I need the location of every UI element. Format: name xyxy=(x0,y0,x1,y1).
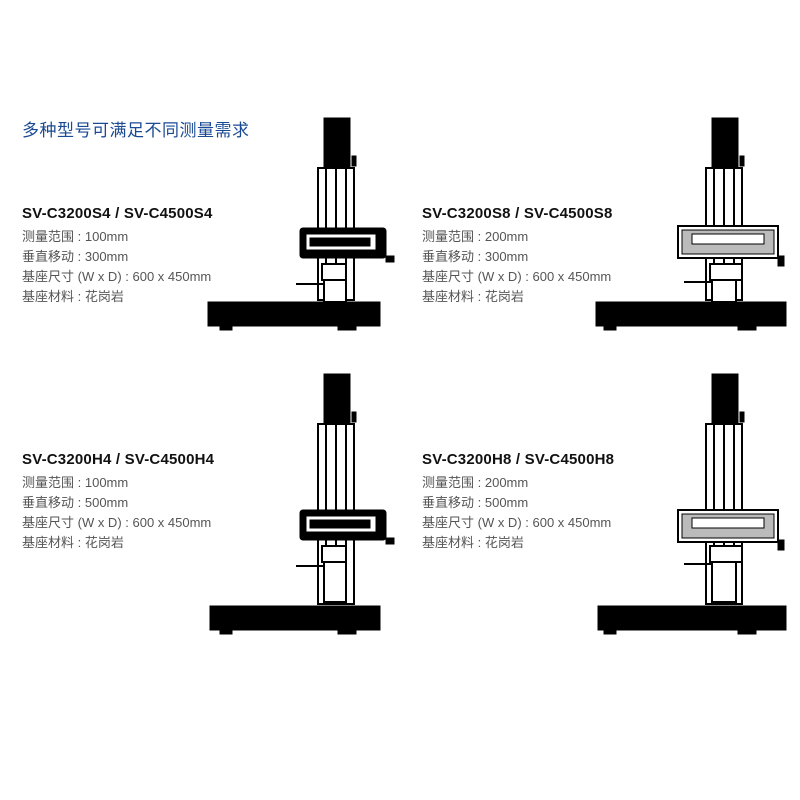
spec-base-material: 基座材料 : 花岗岩 xyxy=(22,535,124,550)
measuring-machine-h4-illustration xyxy=(209,373,395,635)
spec-base-size: 基座尺寸 (W x D) : 600 x 450mm xyxy=(422,515,612,530)
spec-list: 测量范围 : 200mm 垂直移动 : 300mm 基座尺寸 (W x D) :… xyxy=(422,227,611,307)
spec-measuring-range: 测量范围 : 200mm xyxy=(422,229,529,244)
measuring-machine-s4-illustration xyxy=(207,117,395,331)
spec-base-material: 基座材料 : 花岗岩 xyxy=(422,535,524,550)
spec-list: 测量范围 : 100mm 垂直移动 : 500mm 基座尺寸 (W x D) :… xyxy=(22,473,211,553)
spec-measuring-range: 测量范围 : 200mm xyxy=(422,475,529,490)
model-h8: SV-C3200H8 / SV-C4500H8 测量范围 : 200mm 垂直移… xyxy=(422,451,800,701)
model-name: SV-C3200H4 / SV-C4500H4 xyxy=(22,451,215,468)
spec-base-size: 基座尺寸 (W x D) : 600 x 450mm xyxy=(22,269,212,284)
model-h4: SV-C3200H4 / SV-C4500H4 测量范围 : 100mm 垂直移… xyxy=(22,451,402,701)
measuring-machine-h8-illustration xyxy=(597,373,787,635)
spec-vertical-travel: 垂直移动 : 300mm xyxy=(22,249,129,264)
model-s4: SV-C3200S4 / SV-C4500S4 测量范围 : 100mm 垂直移… xyxy=(22,205,402,455)
spec-base-size: 基座尺寸 (W x D) : 600 x 450mm xyxy=(422,269,612,284)
page-headline: 多种型号可满足不同测量需求 xyxy=(22,121,250,141)
spec-base-material: 基座材料 : 花岗岩 xyxy=(422,289,524,304)
spec-list: 测量范围 : 200mm 垂直移动 : 500mm 基座尺寸 (W x D) :… xyxy=(422,473,611,553)
model-s8: SV-C3200S8 / SV-C4500S8 测量范围 : 200mm 垂直移… xyxy=(422,205,800,455)
model-name: SV-C3200S8 / SV-C4500S8 xyxy=(422,205,613,222)
spec-vertical-travel: 垂直移动 : 300mm xyxy=(422,249,529,264)
spec-vertical-travel: 垂直移动 : 500mm xyxy=(422,495,529,510)
model-name: SV-C3200S4 / SV-C4500S4 xyxy=(22,205,213,222)
model-name: SV-C3200H8 / SV-C4500H8 xyxy=(422,451,615,468)
spec-base-size: 基座尺寸 (W x D) : 600 x 450mm xyxy=(22,515,212,530)
spec-measuring-range: 测量范围 : 100mm xyxy=(22,229,129,244)
spec-base-material: 基座材料 : 花岗岩 xyxy=(22,289,124,304)
spec-list: 测量范围 : 100mm 垂直移动 : 300mm 基座尺寸 (W x D) :… xyxy=(22,227,211,307)
spec-measuring-range: 测量范围 : 100mm xyxy=(22,475,129,490)
spec-vertical-travel: 垂直移动 : 500mm xyxy=(22,495,129,510)
measuring-machine-s8-illustration xyxy=(595,117,787,331)
